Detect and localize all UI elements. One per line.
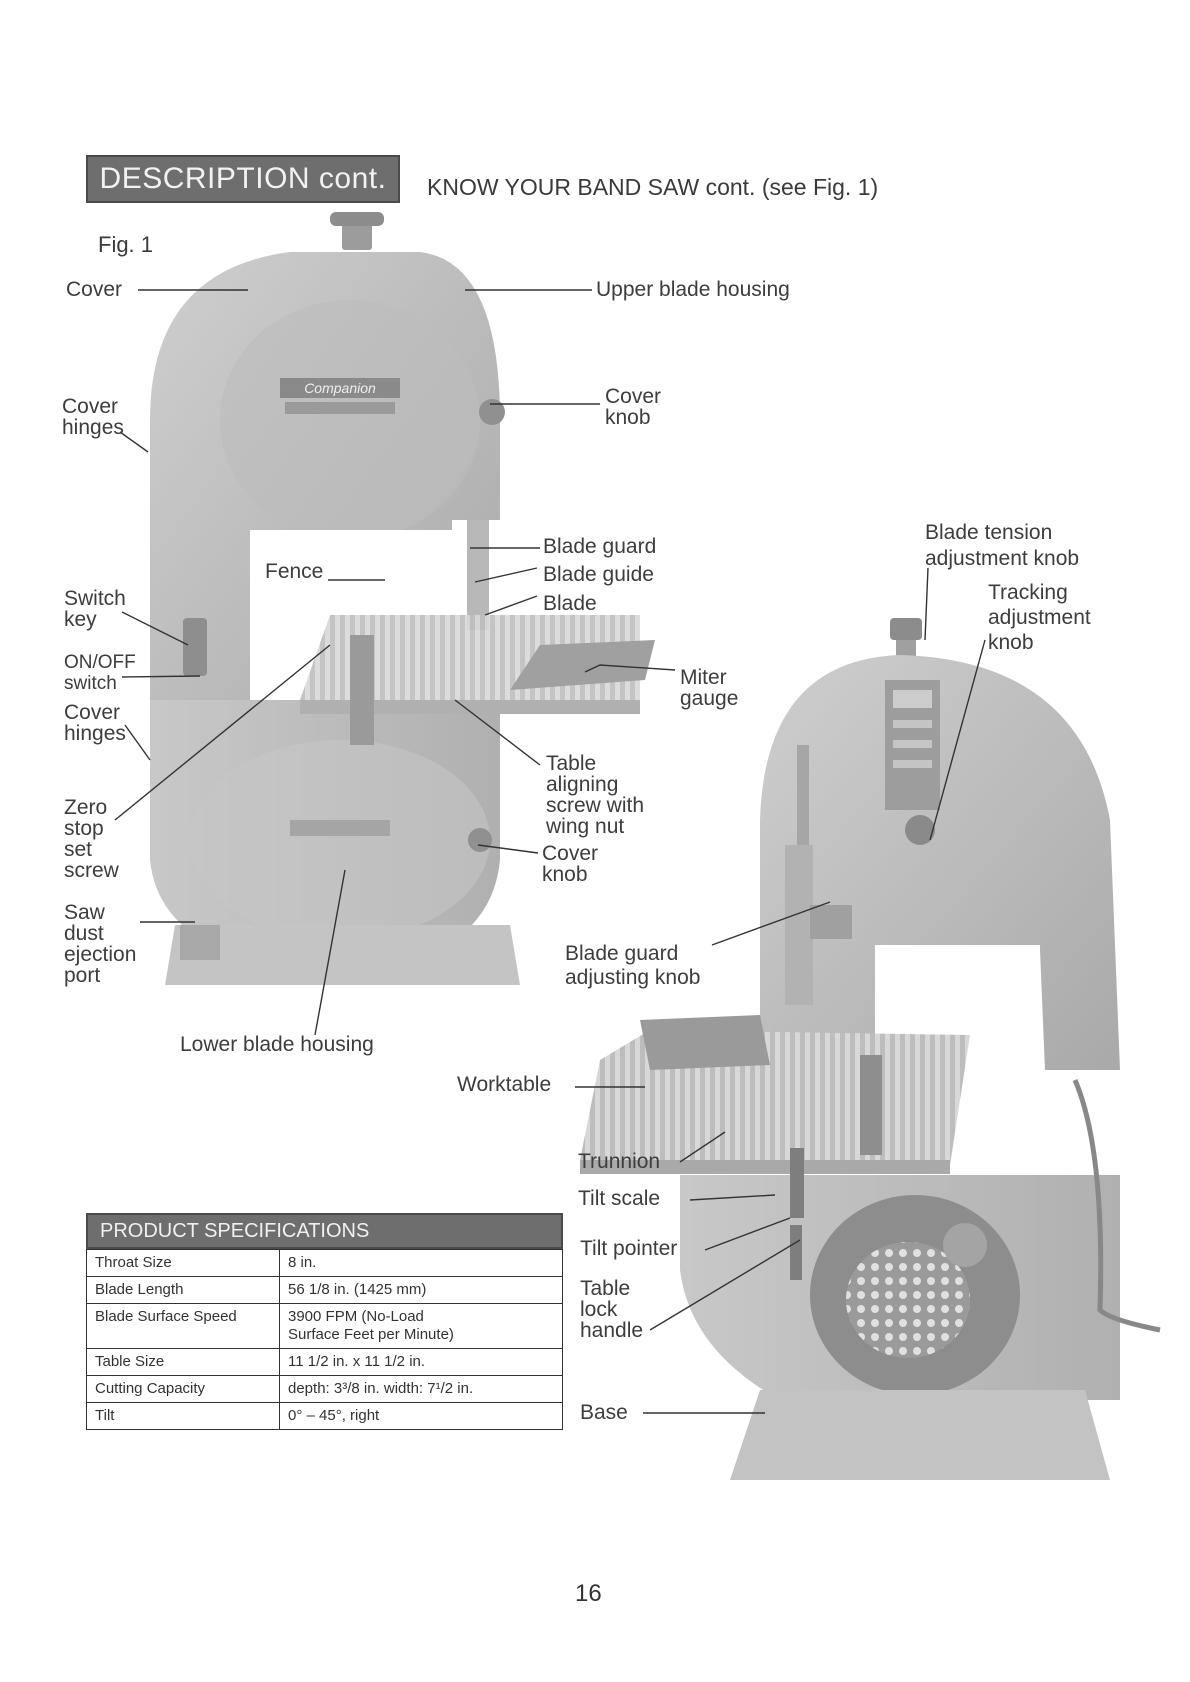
label-tilt-pointer: Tilt pointer: [580, 1237, 678, 1260]
table-row: Table Size 11 1/2 in. x 11 1/2 in.: [86, 1348, 563, 1376]
brand-logo: Companion: [304, 380, 376, 396]
page-subtitle: KNOW YOUR BAND SAW cont. (see Fig. 1): [427, 174, 879, 200]
front-saw-drawing: Companion: [150, 212, 655, 985]
label-cover: Cover: [66, 278, 123, 301]
label-fence: Fence: [265, 560, 324, 583]
label-worktable: Worktable: [457, 1073, 552, 1096]
specs-table: Throat Size 8 in. Blade Length 56 1/8 in…: [86, 1249, 563, 1430]
table-row: Throat Size 8 in.: [86, 1249, 563, 1277]
section-header: DESCRIPTION cont.: [86, 155, 400, 203]
table-row: Blade Length 56 1/8 in. (1425 mm): [86, 1276, 563, 1304]
label-tilt-scale: Tilt scale: [578, 1187, 661, 1210]
figure-label: Fig. 1: [98, 232, 154, 257]
label-trunnion: Trunnion: [578, 1150, 661, 1173]
side-saw-drawing: [580, 618, 1161, 1480]
label-blade-guard: Blade guard: [543, 535, 657, 558]
specs-title: PRODUCT SPECIFICATIONS: [86, 1213, 563, 1249]
table-row: Cutting Capacity depth: 3³/8 in. width: …: [86, 1375, 563, 1403]
label-blade: Blade: [543, 592, 597, 615]
page-number: 16: [575, 1580, 602, 1607]
label-lower-blade-housing: Lower blade housing: [180, 1033, 374, 1056]
label-blade-guide: Blade guide: [543, 563, 654, 586]
table-row: Tilt 0° – 45°, right: [86, 1402, 563, 1430]
label-upper-blade-housing: Upper blade housing: [596, 278, 790, 301]
label-base: Base: [580, 1401, 628, 1424]
